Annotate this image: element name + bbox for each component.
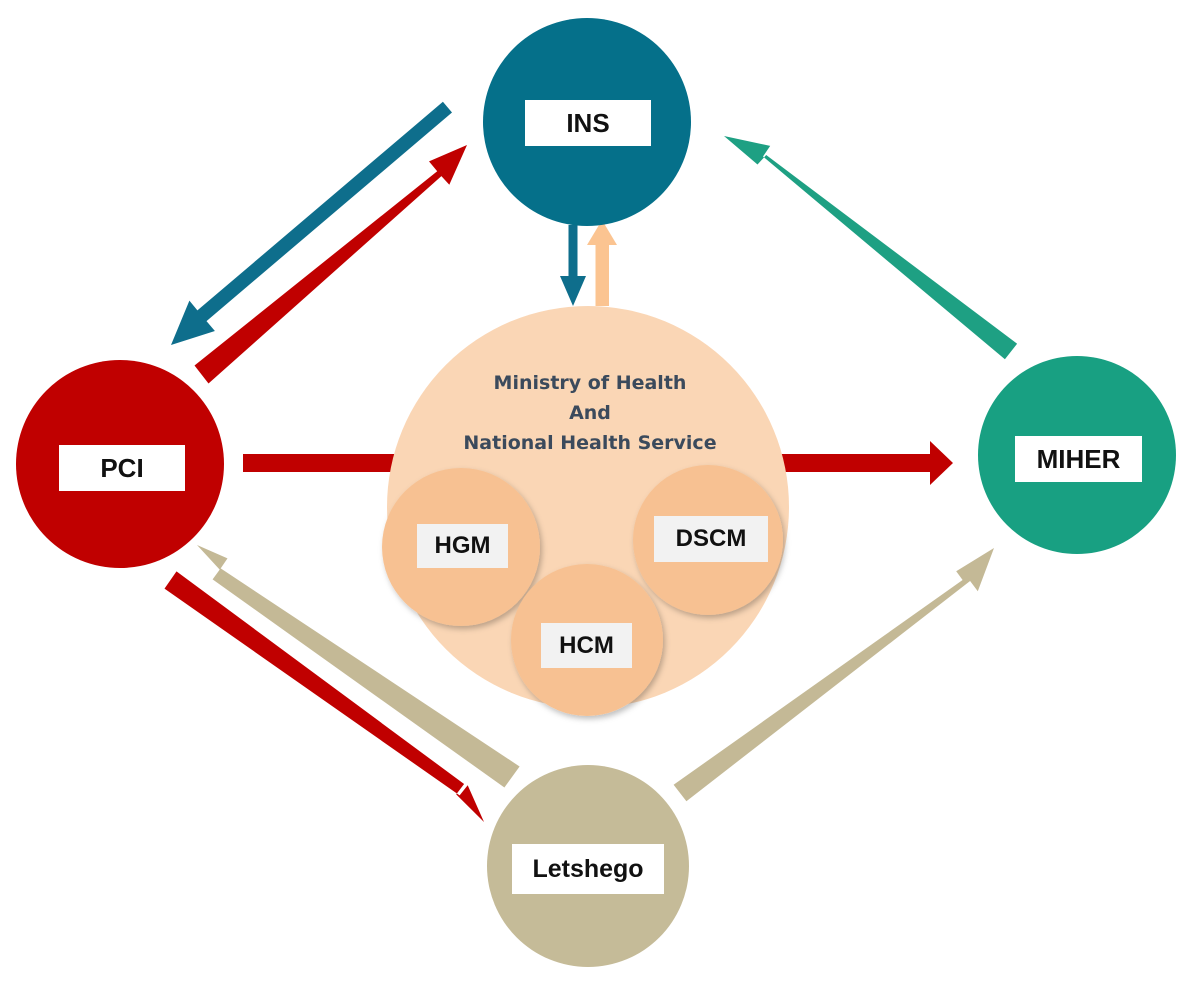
- ministry-title: Ministry of Health And National Health S…: [420, 368, 760, 458]
- arrow-ins-to-ministry: [560, 225, 586, 306]
- dscm-label: DSCM: [654, 516, 768, 562]
- arrow-miher-to-ins: [724, 136, 1018, 360]
- miher-label: MIHER: [1015, 436, 1142, 482]
- letshego-label: Letshego: [512, 844, 664, 894]
- arrow-pci-to-ins: [194, 145, 467, 384]
- hgm-label: HGM: [417, 524, 508, 568]
- arrow-letshego-to-miher: [673, 548, 994, 802]
- pci-label: PCI: [59, 445, 185, 491]
- hcm-label: HCM: [541, 623, 632, 668]
- arrow-pci-to-letshego: [164, 571, 484, 822]
- ministry-title-line-2: And: [569, 402, 611, 424]
- ministry-title-line-3: National Health Service: [463, 432, 717, 454]
- ins-label: INS: [525, 100, 651, 146]
- arrow-ins-to-pci: [171, 101, 452, 345]
- arrow-letshego-to-pci: [197, 545, 520, 788]
- ministry-title-line-1: Ministry of Health: [493, 372, 687, 394]
- arrow-ministry-to-ins: [587, 220, 617, 306]
